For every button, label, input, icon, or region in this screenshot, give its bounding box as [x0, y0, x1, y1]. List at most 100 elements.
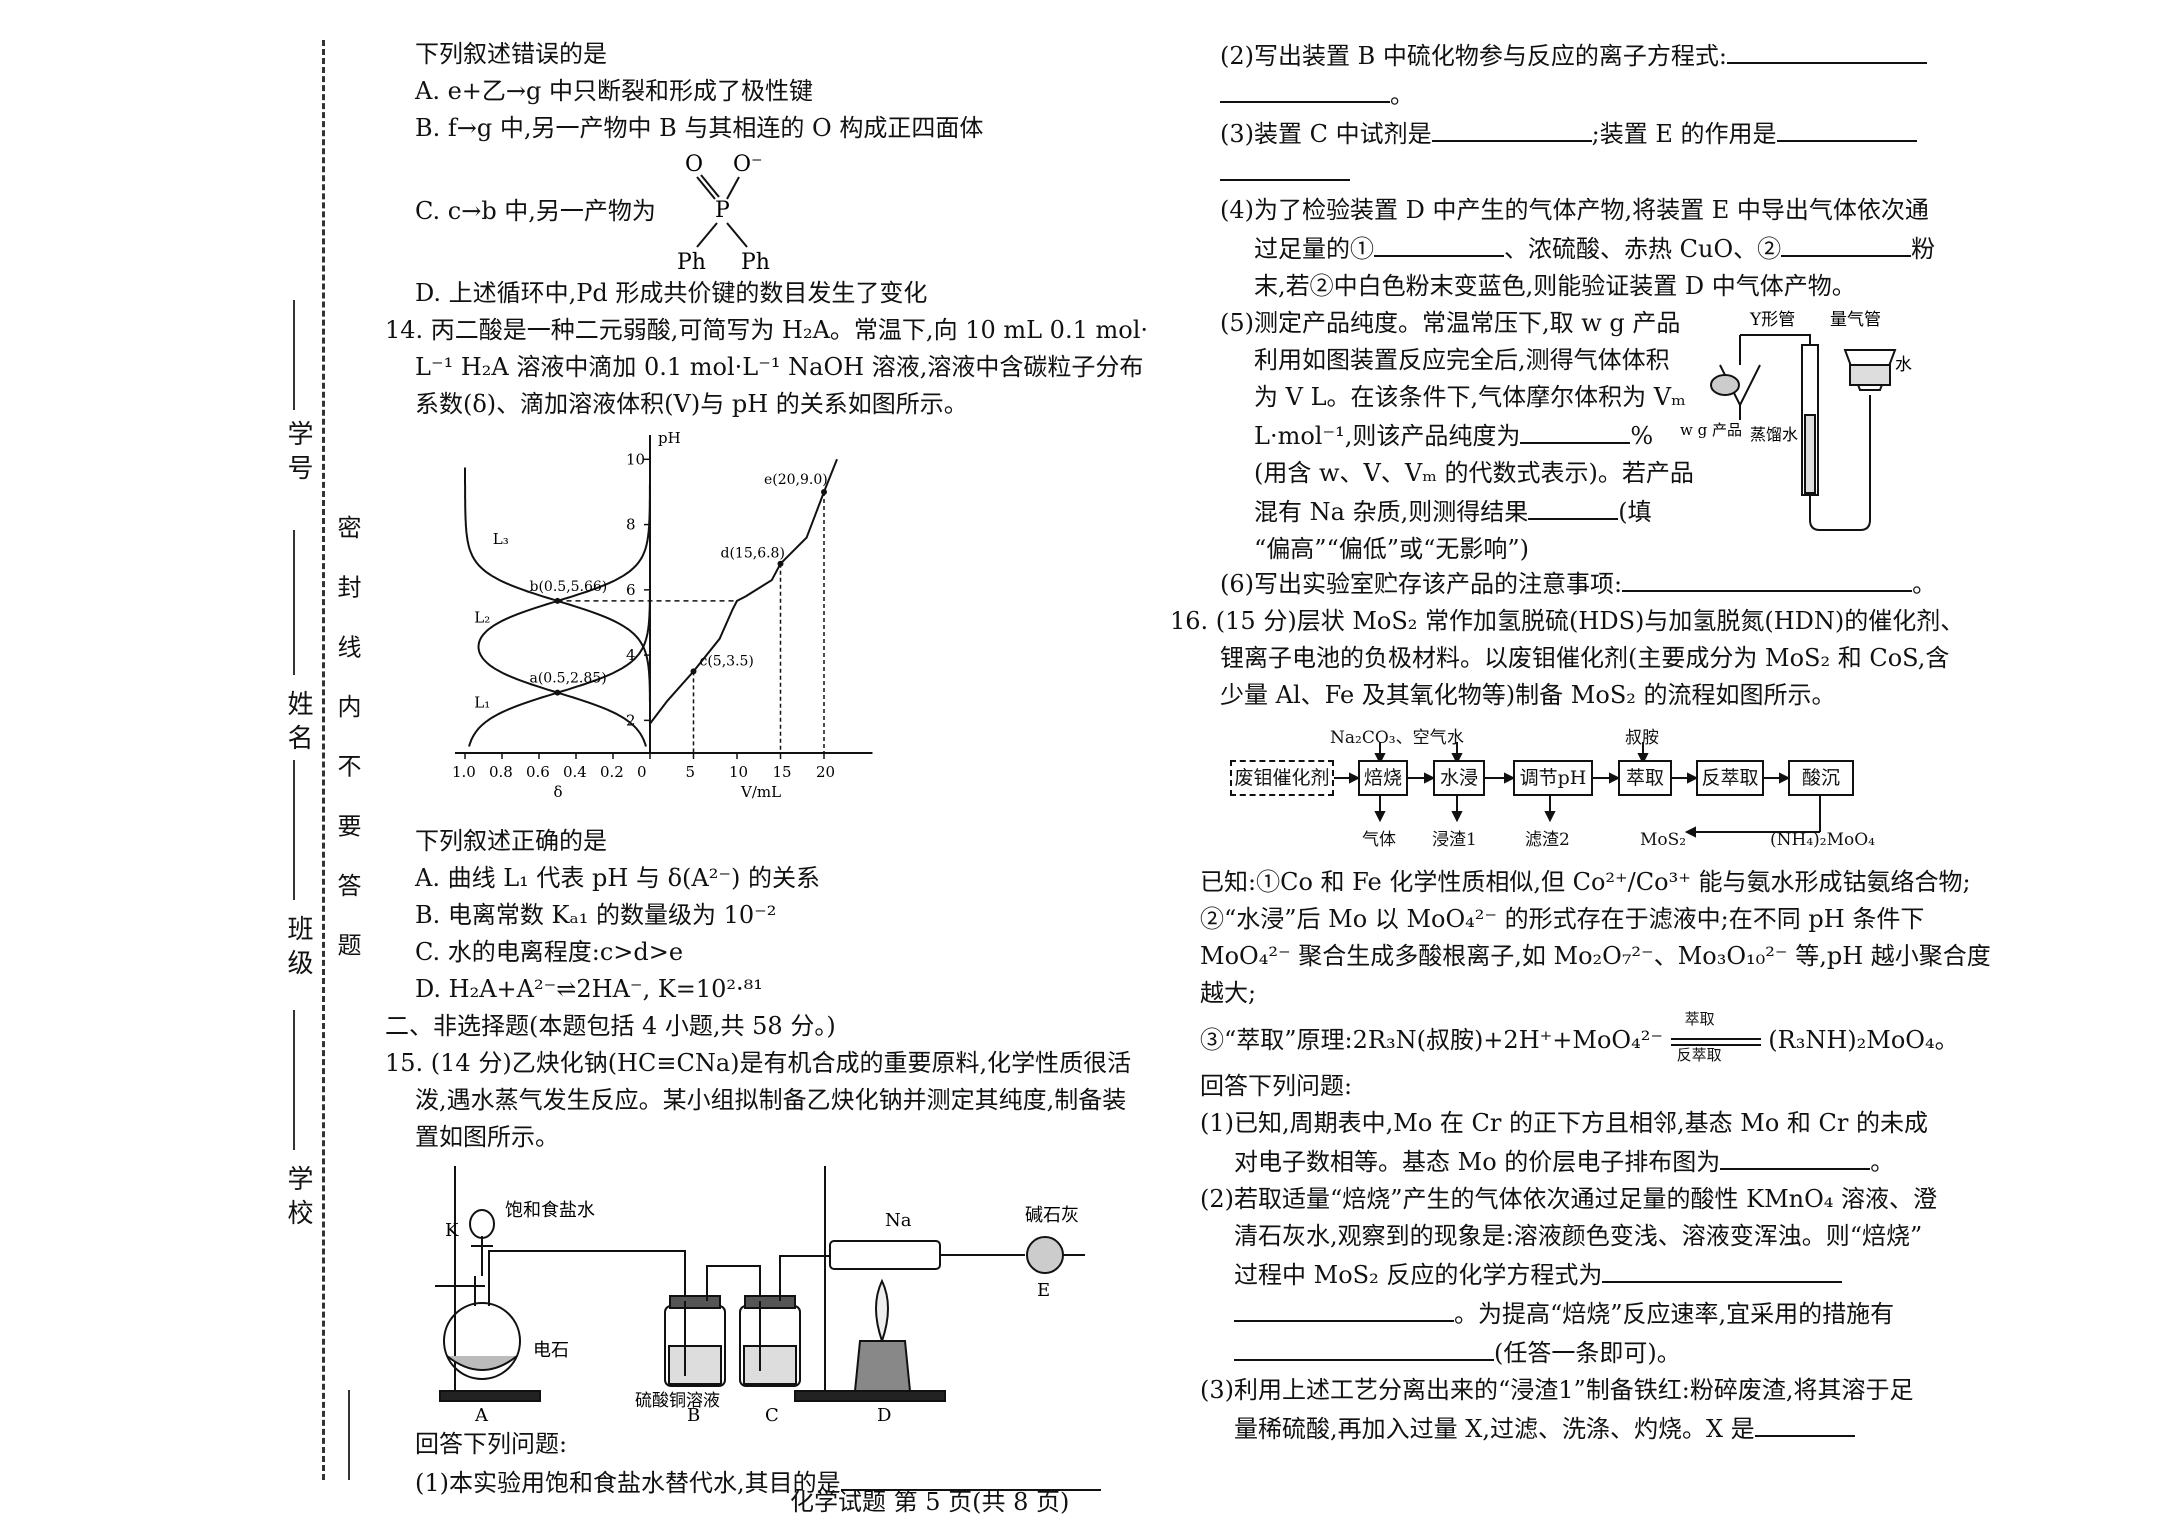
- flow-box-water-leach: 水浸: [1433, 760, 1485, 796]
- point-label-e: e(20,9.0): [764, 472, 828, 488]
- q16-part2-blank-1[interactable]: [1602, 1255, 1843, 1283]
- ph-tick-label: 10: [626, 450, 645, 468]
- process-flowchart: 废钼催化剂 焙烧 水浸 调节pH 萃取 反萃取 酸沉 Na₂CO₃、空气 水 叔…: [1200, 714, 1920, 864]
- q15-part4-blank-2[interactable]: [1781, 229, 1912, 257]
- curve-h2a: [468, 467, 651, 747]
- label-carbide: 电石: [533, 1340, 569, 1361]
- q15-line3: 置如图所示。: [415, 1123, 559, 1151]
- margin-label-class: 班 级: [283, 915, 313, 976]
- left-column: 下列叙述错误的是 A. e+乙→g 中只断裂和形成了极性键 B. f→g 中,另…: [385, 36, 1148, 1502]
- struct-ph2: Ph: [741, 250, 770, 275]
- q15-line1: 15. (14 分)乙炔化钠(HC≡CNa)是有机合成的重要原料,化学性质很活: [385, 1049, 1132, 1077]
- volume-tick-label: 10: [729, 763, 748, 781]
- label-cuso4: 硫酸铜溶液: [635, 1391, 720, 1411]
- q15-part5-blank-2[interactable]: [1528, 492, 1619, 520]
- q15-line2: 泼,遇水蒸气发生反应。某小组拟制备乙炔化钠并测定其纯度,制备装: [415, 1086, 1127, 1114]
- point-label-d: d(15,6.8): [721, 546, 785, 562]
- series-label-l1: L₁: [474, 693, 490, 711]
- q16-known5: ③“萃取”原理:2R₃N(叔胺)+2H⁺+MoO₄²⁻ 萃取 反萃取 (R₃NH…: [1200, 1009, 1959, 1064]
- point-c: [690, 668, 697, 675]
- q13-intro: 下列叙述错误的是: [415, 40, 607, 68]
- q15-part2-blank-2[interactable]: [1220, 75, 1390, 103]
- label-a: A: [474, 1405, 489, 1426]
- q16-known2: ②“水浸”后 Mo 以 MoO₄²⁻ 的形式存在于滤液中;在不同 pH 条件下: [1200, 905, 1925, 933]
- label-water: 水: [1895, 355, 1912, 375]
- delta-tick-label: 1.0: [452, 763, 476, 781]
- delta-tick-label: 0.2: [600, 763, 624, 781]
- label-soda-lime: 碱石灰: [1025, 1205, 1079, 1226]
- q15-answer-intro: 回答下列问题:: [415, 1430, 568, 1458]
- equilibrium-arrow: 萃取 反萃取: [1670, 1010, 1761, 1064]
- struct-ph1: Ph: [677, 250, 706, 275]
- margin-label-id: 学 号: [283, 420, 313, 481]
- delta-axis-label: δ: [554, 783, 563, 801]
- q16-part3-blank[interactable]: [1754, 1409, 1855, 1437]
- page-footer: 化学试题 第 5 页(共 8 页): [790, 1488, 1070, 1516]
- q16-part1-blank[interactable]: [1720, 1142, 1871, 1170]
- label-e: E: [1037, 1280, 1050, 1301]
- label-k: K: [445, 1220, 459, 1241]
- volume-tick-label: 5: [686, 763, 696, 781]
- phosphinate-structure: O O⁻ P Ph Ph: [677, 152, 770, 275]
- q14-intro2: 下列叙述正确的是: [415, 827, 607, 855]
- flow-input-roast: Na₂CO₃、空气: [1330, 728, 1447, 748]
- curve-ha: [477, 467, 651, 747]
- q14-line2: L⁻¹ H₂A 溶液中滴加 0.1 mol·L⁻¹ NaOH 溶液,溶液中含碳粒…: [415, 353, 1144, 381]
- point-label-b: b(0.5,5.66): [530, 579, 608, 595]
- label-buret: 量气管: [1830, 310, 1881, 330]
- flow-output-residue2: 滤渣2: [1525, 830, 1570, 850]
- ph-tick-label: 2: [626, 711, 636, 729]
- delta-tick-label: 0.4: [563, 763, 587, 781]
- q15-part5-2: 利用如图装置反应完全后,测得气体体积: [1254, 346, 1670, 374]
- q16-part2-blank-2[interactable]: [1234, 1294, 1454, 1322]
- label-d: D: [877, 1405, 891, 1426]
- q15-part3-blank-3[interactable]: [1220, 153, 1350, 181]
- q14-option-d: D. H₂A+A²⁻⇌2HA⁻, K=10²·⁸¹: [415, 975, 763, 1003]
- q15-part3-blank-2[interactable]: [1776, 114, 1917, 142]
- q15-part3-blank-1[interactable]: [1431, 114, 1592, 142]
- apparatus-diagram: 饱和食盐水 K 电石 硫酸铜溶液 Na 碱石灰 A B C D E: [435, 1166, 1085, 1426]
- seal-text: 密 封 线 内 不 要 答 题: [333, 515, 361, 971]
- q16-part3-1: (3)利用上述工艺分离出来的“浸渣1”制备铁红:粉碎废渣,将其溶于足: [1200, 1376, 1914, 1404]
- label-brine: 饱和食盐水: [505, 1200, 595, 1221]
- label-y-tube: Y形管: [1749, 310, 1795, 330]
- flow-product-mos2: MoS₂: [1640, 830, 1687, 850]
- q15-part5-1: (5)测定产品纯度。常温常压下,取 w g 产品: [1220, 309, 1681, 337]
- q13-option-a: A. e+乙→g 中只断裂和形成了极性键: [415, 77, 814, 105]
- q16-part2-blank-3[interactable]: [1234, 1333, 1494, 1361]
- q15-part6-blank[interactable]: [1622, 564, 1913, 592]
- flow-box-extract: 萃取: [1618, 760, 1672, 796]
- q15-part4-blank-1[interactable]: [1374, 229, 1504, 257]
- q15-part2-blank-1[interactable]: [1726, 36, 1927, 64]
- margin-blank-class: [293, 760, 295, 900]
- flow-product-ammonium-molybdate: (NH₄)₂MoO₄: [1770, 830, 1875, 850]
- label-sample: w g 产品: [1680, 421, 1742, 439]
- margin-blank-name: [293, 530, 295, 675]
- q13-option-c-block: C. c→b 中,另一产物为 O O⁻ P Ph Ph: [415, 147, 1120, 275]
- flow-output-residue1: 浸渣1: [1432, 830, 1477, 850]
- q15-part5-blank-1[interactable]: [1520, 416, 1631, 444]
- margin-label-name: 姓 名: [283, 690, 313, 751]
- q16-known4: 越大;: [1200, 979, 1257, 1007]
- margin-label-school: 学 校: [283, 1165, 313, 1226]
- q14-option-b: B. 电离常数 Kₐ₁ 的数量级为 10⁻²: [415, 901, 777, 929]
- q15-part1: (1)本实验用饱和食盐水替代水,其目的是: [415, 1463, 1120, 1502]
- q13-option-b: B. f→g 中,另一产物中 B 与其相连的 O 构成正四面体: [415, 114, 984, 142]
- q13-option-d: D. 上述循环中,Pd 形成共价键的数目发生了变化: [415, 279, 928, 307]
- y-axis-label: pH: [658, 429, 681, 447]
- q16-line2: 锂离子电池的负极材料。以废钼催化剂(主要成分为 MoS₂ 和 CoS,含: [1220, 644, 1950, 672]
- q15-part2: (2)写出装置 B 中硫化物参与反应的离子方程式:: [1220, 36, 1927, 75]
- q15-part1-blank[interactable]: [840, 1463, 1101, 1491]
- right-column: (2)写出装置 B 中硫化物参与反应的离子方程式: 。 (3)装置 C 中试剂是…: [1170, 36, 1991, 1448]
- titration-curve: [649, 458, 838, 725]
- q16-answer-intro: 回答下列问题:: [1200, 1072, 1353, 1100]
- q15-part5-3: 为 V L。在该条件下,气体摩尔体积为 Vₘ: [1254, 383, 1686, 411]
- q15-part6: (6)写出实验室贮存该产品的注意事项:。: [1220, 564, 1936, 603]
- q15-part4-3: 末,若②中白色粉末变蓝色,则能验证装置 D 中气体产物。: [1254, 272, 1856, 300]
- flow-input-water: 水: [1447, 728, 1464, 748]
- volume-axis-label: V/mL: [740, 783, 781, 801]
- q16-line1: 16. (15 分)层状 MoS₂ 常作加氢脱硫(HDS)与加氢脱氮(HDN)的…: [1170, 607, 1965, 635]
- flow-box-back-extract: 反萃取: [1696, 760, 1764, 796]
- q13-option-c: C. c→b 中,另一产物为: [415, 197, 656, 225]
